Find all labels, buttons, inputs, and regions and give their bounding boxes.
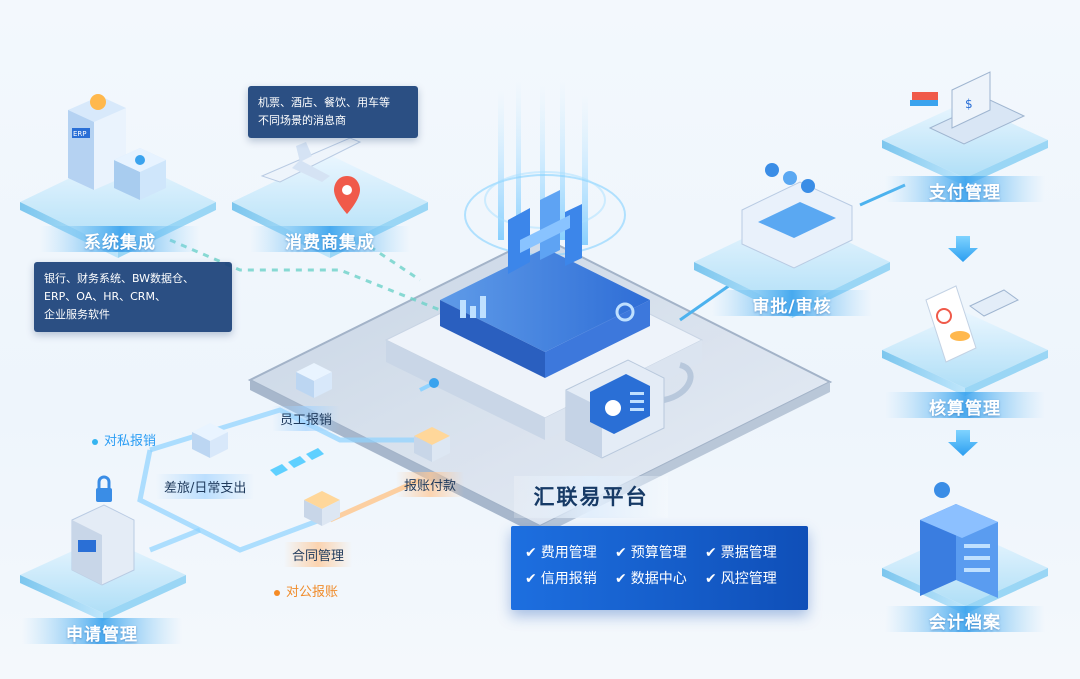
down-arrow-icon	[948, 430, 978, 456]
label-approval: 审批/审核	[752, 297, 832, 317]
label-accounting: 核算管理	[929, 399, 1001, 419]
check-icon: ✔	[705, 545, 717, 561]
erp-server-icon: ERP	[68, 94, 166, 200]
feature-label: 预算管理	[630, 545, 687, 561]
tile-accounting	[882, 285, 1048, 396]
platform-features: ✔费用管理 ✔预算管理 ✔票据管理 ✔信用报销 ✔数据中心 ✔风控管理	[511, 526, 808, 610]
chip-contract-mgmt: 合同管理	[284, 542, 353, 567]
callout-line: 机票、酒店、餐饮、用车等	[258, 96, 390, 109]
feature-label: 数据中心	[630, 571, 687, 587]
platform-title: 汇联易平台	[514, 476, 668, 518]
flow-chevrons	[270, 448, 324, 476]
label-archive: 会计档案	[929, 613, 1001, 633]
tag-public-reimburse: 对公报账	[274, 581, 338, 600]
check-icon: ✔	[615, 545, 627, 561]
cube-pay	[414, 427, 450, 462]
chip-reimburse-pay: 报账付款	[396, 472, 465, 497]
callout-merchant-integration: 机票、酒店、餐饮、用车等 不同场景的消息商	[248, 86, 418, 138]
label-payment: 支付管理	[929, 183, 1001, 203]
feature-item: ✔费用管理	[525, 542, 597, 562]
tile-payment: $	[882, 71, 1048, 186]
check-icon: ✔	[615, 571, 627, 587]
check-icon: ✔	[525, 545, 537, 561]
down-arrow-icon	[948, 236, 978, 262]
feature-item: ✔预算管理	[615, 542, 687, 562]
tile-archive	[882, 482, 1048, 614]
cube-employee-reimburse	[296, 363, 332, 398]
feature-item: ✔票据管理	[705, 542, 777, 562]
callout-system-integration: 银行、财务系统、BW数据仓、 ERP、OA、HR、CRM、 企业服务软件	[34, 262, 232, 332]
erp-icon-label: ERP	[73, 130, 87, 138]
tag-private-reimburse: 对私报销	[92, 430, 156, 449]
airplane-icon	[260, 137, 362, 183]
label-merchant-integration: 消费商集成	[285, 233, 375, 253]
feature-item: ✔风控管理	[705, 568, 777, 588]
label-system-integration: 系统集成	[84, 233, 156, 253]
label-application: 申请管理	[66, 625, 138, 645]
check-icon: ✔	[525, 571, 537, 587]
feature-label: 票据管理	[720, 545, 777, 561]
callout-line: 银行、财务系统、BW数据仓、	[44, 272, 195, 285]
dollar-icon: $	[965, 97, 973, 111]
feature-label: 信用报销	[540, 571, 597, 587]
callout-line: ERP、OA、HR、CRM、	[44, 290, 166, 303]
light-beams	[464, 80, 626, 256]
callout-line: 企业服务软件	[44, 308, 110, 321]
terminal-device	[429, 359, 694, 459]
cube-contract	[304, 491, 340, 526]
location-pin-icon	[334, 176, 360, 214]
feature-label: 费用管理	[540, 545, 597, 561]
chip-travel-expense: 差旅/日常支出	[156, 474, 255, 499]
tile-approval	[694, 163, 890, 318]
label-bars	[22, 176, 1045, 644]
tile-application	[20, 475, 186, 621]
feature-item: ✔信用报销	[525, 568, 597, 588]
chip-employee-reimburse: 员工报销	[272, 406, 341, 431]
feature-label: 风控管理	[720, 571, 777, 587]
check-icon: ✔	[705, 571, 717, 587]
feature-item: ✔数据中心	[615, 568, 687, 588]
callout-line: 不同场景的消息商	[258, 114, 346, 127]
cube-travel	[192, 423, 228, 458]
